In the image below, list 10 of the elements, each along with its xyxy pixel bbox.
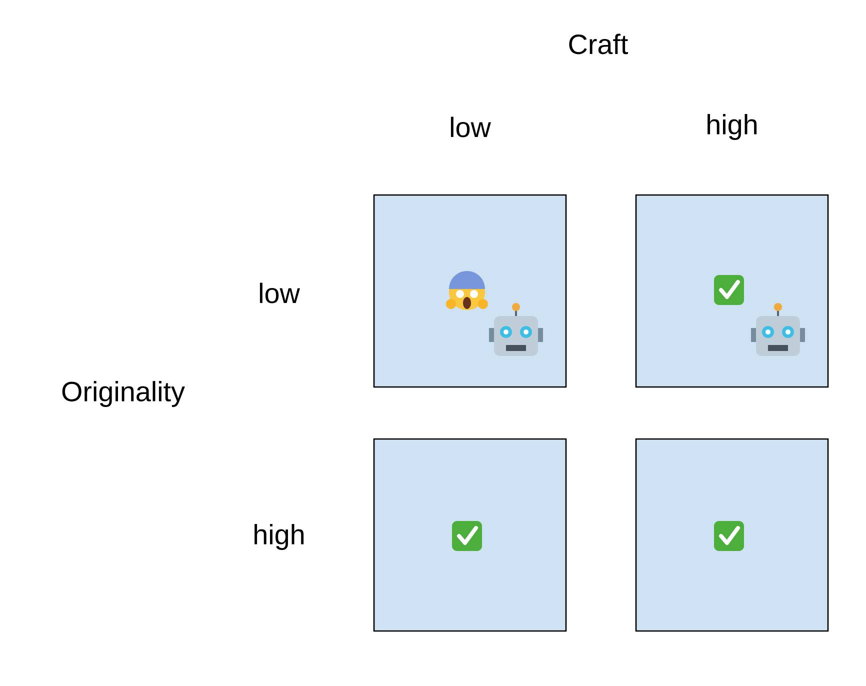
quadrant-box bbox=[373, 194, 567, 388]
axis-label: high bbox=[708, 114, 757, 140]
quadrant-box bbox=[635, 438, 829, 632]
axis-label: low bbox=[450, 116, 491, 138]
axis-label: Originality bbox=[62, 381, 185, 407]
quadrant-box bbox=[373, 438, 567, 632]
axis-label: high bbox=[254, 524, 304, 550]
axis-label: low bbox=[260, 282, 300, 304]
axis-label: Craft bbox=[569, 34, 628, 54]
quadrant-box bbox=[635, 194, 829, 388]
